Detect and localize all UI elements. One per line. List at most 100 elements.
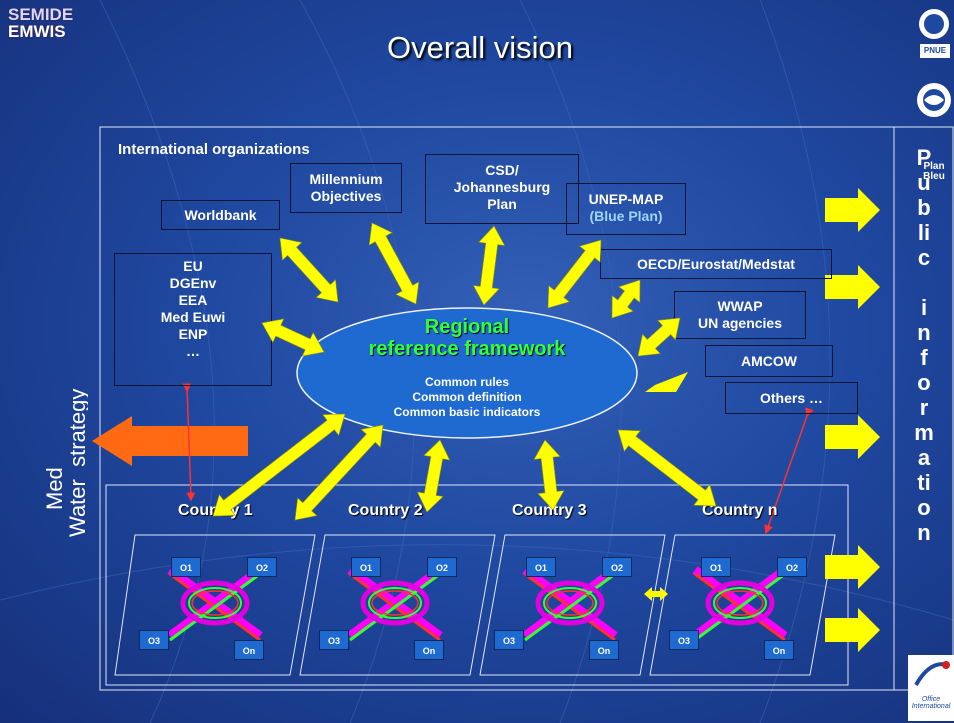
network-3 [522,566,618,642]
country-3-label: Country 3 [512,502,587,519]
on-box: On [589,640,619,660]
country-1-label: Country 1 [178,502,253,519]
public-char: i [920,295,928,320]
pnue-label: PNUE [923,46,947,55]
network-n [692,566,788,642]
public-char: n [917,520,931,545]
ellipse-title: Regional reference framework [297,316,637,360]
csd-line-3: Plan [487,196,517,212]
country-panel-1 [114,534,316,676]
public-char: a [917,445,931,470]
public-char: n [917,320,931,345]
public-char: o [917,495,931,520]
regional-ellipse [296,307,638,439]
eu-line-3: EEA [178,292,208,308]
on-box: On [234,640,264,660]
csd-line-1: CSD/ [485,162,519,178]
small-link-arrow [644,587,668,601]
eu-red-link [182,383,196,502]
on-box: On [414,640,444,660]
public-char: u [917,170,931,195]
o3-box: O3 [669,630,699,650]
eu-line-5: ENP [178,326,208,342]
on-box: On [764,640,794,660]
o3-box: O3 [319,630,349,650]
country-panel-2 [299,534,496,676]
med-label: Med [42,467,67,510]
country-networks [167,566,788,642]
millennium-line-1: Millennium [309,171,383,187]
millennium-line-2: Objectives [310,188,382,204]
common-basic-indicators: Common basic indicators [393,405,541,419]
office-swoosh-icon [914,661,950,686]
public-char: m [914,420,934,445]
plan-bleu-logo: Plan Bleu [912,80,954,190]
o2-box: O2 [427,557,457,577]
o1-box: O1 [171,557,201,577]
pnue-logo: PNUE [916,6,952,62]
eu-box: EU DGEnv EEA Med Euwi ENP … [114,253,272,386]
logo-line-2: EMWIS [8,22,66,41]
o2-box: O2 [777,557,807,577]
orange-arrow [92,416,248,466]
public-char: li [917,220,931,245]
o2-box: O2 [247,557,277,577]
csd-box: CSD/ Johannesburg Plan [425,154,579,224]
public-information-label: P u b li c i n f o r m a ti o n [904,145,944,545]
csd-line-2: Johannesburg [453,179,551,195]
med-water-strategy-label: Med Water strategy [42,389,88,537]
public-char: ti [917,470,931,495]
public-char: b [917,195,931,220]
public-char: P [916,145,932,170]
logo-line-1: SEMIDE [8,5,74,24]
eu-line-1: EU [183,258,203,274]
office-international-logo: Office International [908,655,954,721]
public-char [904,270,944,295]
plan-bleu-emblem-icon [917,83,951,117]
oecd-box: OECD/Eurostat/Medstat [600,249,832,279]
pnue-emblem-icon [919,9,950,58]
semide-emwis-logo: SEMIDE EMWIS [8,6,73,40]
country-panel-3 [479,534,666,676]
ellipse-title-line-1: Regional [424,316,510,338]
o1-box: O1 [351,557,381,577]
office-label: Office International [911,696,951,710]
plan-bleu-label: Plan Bleu [923,161,945,182]
others-box: Others … [725,382,858,414]
amcow-box: AMCOW [705,345,833,377]
public-char: o [917,370,931,395]
unep-line-1: UNEP-MAP [588,191,664,207]
wwap-line-2: UN agencies [697,315,783,331]
water-strategy-label: Water strategy [65,389,88,537]
common-definition: Common definition [412,390,522,404]
amcow-arrow [645,372,688,392]
wwap-box: WWAP UN agencies [674,291,806,339]
unep-map-box: UNEP-MAP (Blue Plan) [566,183,686,235]
unep-line-2: (Blue Plan) [589,208,663,224]
eu-line-4: Med Euwi [160,309,226,325]
intl-organizations-label: International organizations [118,141,310,158]
public-char: c [917,245,931,270]
common-rules: Common rules [424,375,509,389]
country-panels [114,534,836,676]
eu-line-2: DGEnv [169,275,217,291]
o3-box: O3 [494,630,524,650]
o1-box: O1 [701,557,731,577]
eu-line-6: … [186,343,200,359]
ellipse-details: Common rules Common definition Common ba… [297,375,637,420]
countries-frame [105,484,849,686]
public-char: r [919,395,929,420]
network-2 [347,566,443,642]
wwap-line-1: WWAP [717,298,763,314]
country-panel-n [649,534,836,676]
o2-box: O2 [602,557,632,577]
slide-title: Overall vision [386,30,574,65]
others-red-link [764,407,814,535]
o3-box: O3 [139,630,169,650]
country-n-label: Country n [702,502,778,519]
o1-box: O1 [526,557,556,577]
country-2-label: Country 2 [348,502,423,519]
millennium-box: Millennium Objectives [290,163,402,213]
worldbank-box: Worldbank [161,200,280,230]
